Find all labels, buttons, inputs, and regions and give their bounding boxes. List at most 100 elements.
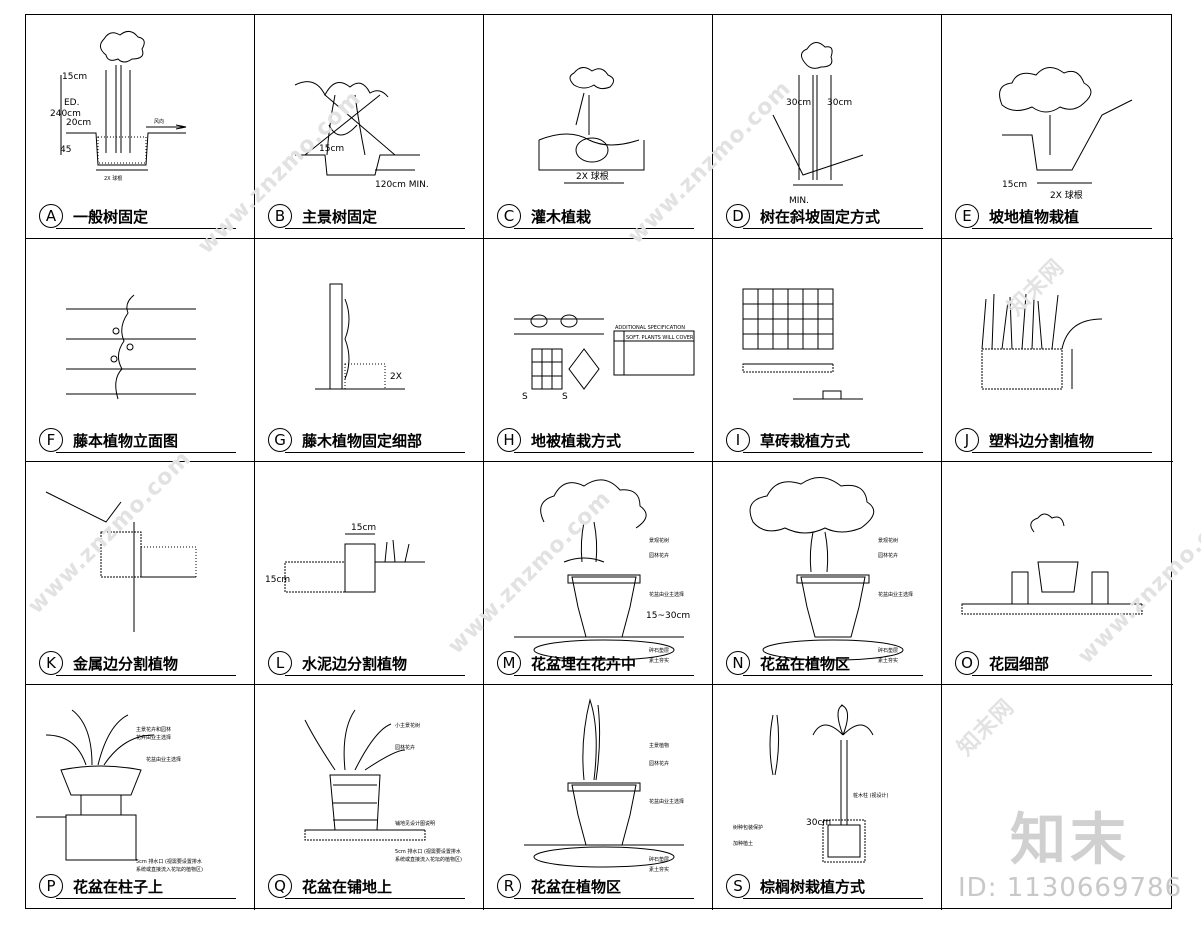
grid-line [712, 15, 713, 910]
dim-label: 15cm [62, 72, 87, 82]
pot-in-planting-drawing: 景观花树 园林花卉 花盆由业主选择 碎石垫层 素土夯实 [749, 477, 913, 664]
annotation: 铺地见设计图说明 [395, 820, 435, 827]
dim-label: 30cm [827, 98, 852, 108]
detail-letter: Q [268, 874, 292, 898]
dim-label: 15~30cm [646, 611, 690, 621]
annotation: 树种包装保护 [733, 824, 763, 831]
dim-label: 2X 球根 [576, 170, 609, 182]
detail-s: 30cm 桩木柱 (视设计) 树种包装保护 加种植土 S 棕榈树栽植方式 [713, 685, 942, 908]
detail-letter: G [268, 428, 292, 452]
detail-letter: S [726, 874, 750, 898]
dim-label: 30cm [806, 818, 831, 828]
grid-line [941, 15, 942, 910]
detail-p: 主景花卉和园林 花卉由业主选择 花盆由业主选择 5cm 排水口 (视需要设置排水… [26, 685, 255, 908]
detail-k: K 金属边分割植物 [26, 462, 255, 685]
brand-logo: 知末 [1010, 808, 1130, 873]
vine-fixing-drawing: 2X [315, 283, 405, 390]
detail-letter: J [955, 428, 979, 452]
annotation: 素土夯实 [649, 866, 669, 873]
dim-label: 2X 球根 [104, 175, 122, 182]
detail-h: S S ADDITIONAL SPECIFICATION SOFT. PLANT… [484, 239, 713, 462]
annotation: 主景花卉和园林 [136, 726, 171, 733]
detail-letter: E [955, 204, 979, 228]
detail-title: 树在斜坡固定方式 [760, 207, 881, 226]
annotation: 园林花卉 [649, 760, 669, 767]
annotation: 素土夯实 [878, 657, 898, 664]
feature-tree-drawing: 15cm 120cm MIN. [294, 81, 429, 190]
table-label: SOFT. PLANTS WILL COVER [626, 335, 694, 341]
annotation: 碎石垫层 [649, 647, 669, 654]
table-label: ADDITIONAL SPECIFICATION [615, 325, 685, 331]
garden-detail-drawing [961, 513, 1143, 615]
grid-line [26, 684, 1173, 685]
detail-title: 金属边分割植物 [73, 654, 179, 673]
dim-label: 15cm [1002, 180, 1027, 190]
detail-title: 棕榈树栽植方式 [760, 877, 866, 896]
dim-label: 120cm MIN. [375, 180, 429, 190]
annotation: 主景植物 [649, 742, 669, 749]
detail-g: 2X G 藤木植物固定细部 [255, 239, 484, 462]
detail-title: 花盆在植物区 [531, 877, 622, 896]
palm-planting-drawing: 30cm 桩木柱 (视设计) 树种包装保护 加种植土 [733, 704, 889, 863]
detail-title: 坡地植物栽植 [989, 207, 1080, 226]
dim-label: 2X [390, 372, 402, 382]
detail-title: 地被植栽方式 [531, 431, 622, 450]
detail-e: 15cm 2X 球根 E 坡地植物栽植 [942, 15, 1171, 238]
annotation: 5cm 排水口 (视需要设置排水 [395, 848, 461, 855]
dim-label: 15cm [265, 575, 290, 585]
detail-title: 塑料边分割植物 [989, 431, 1095, 450]
dim-label: 15cm [351, 523, 376, 533]
detail-letter: B [268, 204, 292, 228]
detail-q: 小主景花树 园林花卉 铺地见设计图说明 5cm 排水口 (视需要设置排水 系统或… [255, 685, 484, 908]
detail-title: 花盆在植物区 [760, 654, 851, 673]
annotation: 园林花卉 [649, 552, 669, 559]
annotation: 景观花树 [878, 537, 898, 544]
plastic-edging-drawing [981, 293, 1103, 390]
detail-title: 主景树固定 [302, 207, 378, 226]
detail-title: 水泥边分割植物 [302, 654, 408, 673]
annotation: 花盆由业主选择 [649, 591, 684, 598]
vine-elevation-drawing [66, 294, 196, 400]
annotation: 系统或直接流入花坛的植物区) [136, 866, 203, 873]
detail-title: 藤本植物立面图 [73, 431, 179, 450]
annotation: 园林花卉 [395, 744, 415, 751]
detail-title: 花园细部 [989, 654, 1050, 673]
pot-on-paving-drawing: 小主景花树 园林花卉 铺地见设计图说明 5cm 排水口 (视需要设置排水 系统或… [304, 709, 462, 863]
grid-line [26, 461, 1173, 462]
grid-line [254, 15, 255, 910]
annotation: 小主景花树 [395, 722, 420, 729]
annotation: 花盆由业主选择 [146, 756, 181, 763]
detail-title: 藤木植物固定细部 [302, 431, 423, 450]
detail-title: 花盆在柱子上 [73, 877, 164, 896]
annotation: 景观花树 [649, 537, 669, 544]
detail-letter: D [726, 204, 750, 228]
detail-letter: I [726, 428, 750, 452]
detail-title: 一般树固定 [73, 207, 149, 226]
detail-j: J 塑料边分割植物 [942, 239, 1171, 462]
grid-line [26, 238, 1173, 239]
slope-planting-drawing: 15cm 2X 球根 [999, 67, 1133, 201]
grid-line [483, 15, 484, 910]
detail-letter: H [497, 428, 521, 452]
detail-title: 花盆在铺地上 [302, 877, 393, 896]
pot-in-flowers-drawing: 景观花树 园林花卉 花盆由业主选择 15~30cm 碎石垫层 素土夯实 [514, 479, 690, 664]
dim-label: 45 [60, 145, 71, 155]
detail-title: 花盆埋在花卉中 [531, 654, 637, 673]
tree-staking-drawing: 15cm ED. 240cm 20cm 45 风向 2X 球根 [50, 31, 187, 182]
dim-label: S [562, 392, 568, 402]
id-text: ID: 1130669786 [958, 873, 1183, 903]
annotation: 5cm 排水口 (视需要设置排水 [136, 858, 202, 865]
annotation: 碎石垫层 [878, 647, 898, 654]
dim-label: 240cm [50, 109, 81, 119]
detail-letter: K [39, 651, 63, 675]
detail-title: 灌木植栽 [531, 207, 592, 226]
annotation: 园林花卉 [878, 552, 898, 559]
detail-letter: A [39, 204, 63, 228]
dim-label: S [522, 392, 528, 402]
